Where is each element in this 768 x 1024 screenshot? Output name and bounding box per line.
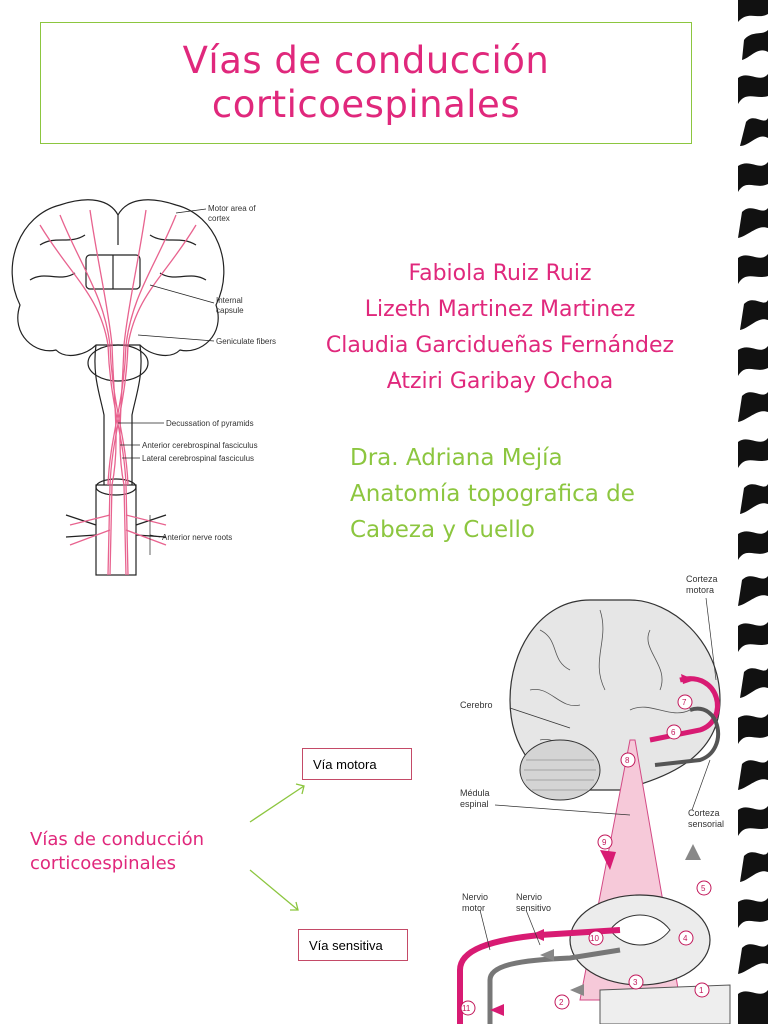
label-medula-espinal-2: espinal (460, 799, 489, 809)
sensory-pathway-label: Vía sensitiva (309, 938, 383, 953)
step-number-9: 9 (602, 838, 607, 847)
motor-pathway-label: Vía motora (313, 757, 377, 772)
author-3: Claudia Garcidueñas Fernández (300, 328, 700, 364)
label-corteza-sensorial-2: sensorial (688, 819, 724, 829)
label-nervio-sensitivo: Nervio (516, 892, 542, 902)
advisor-name: Dra. Adriana Mejía (350, 440, 710, 476)
label-anterior-nerve-roots: Anterior nerve roots (162, 533, 232, 542)
label-cerebro: Cerebro (460, 700, 493, 710)
motor-sensory-pathway-diagram: 7 6 8 9 5 4 10 3 1 2 11 Corteza motora C… (430, 570, 745, 1024)
label-lateral-fasciculus: Lateral cerebrospinal fasciculus (142, 454, 254, 463)
concept-root-line-1: Vías de conducción (30, 828, 270, 852)
sensory-pathway-box: Vía sensitiva (298, 929, 408, 961)
step-number-11: 11 (462, 1004, 471, 1013)
step-number-8: 8 (625, 756, 630, 765)
course-line-1: Anatomía topografica de (350, 476, 710, 512)
step-number-6: 6 (671, 728, 676, 737)
label-motor-area: Motor area of (208, 204, 256, 213)
corticospinal-tract-diagram: Motor area of cortex Internal capsule Ge… (0, 185, 300, 580)
label-medula-espinal: Médula (460, 788, 490, 798)
title-box: Vías de conducción corticoespinales (40, 22, 692, 144)
step-number-5: 5 (701, 884, 706, 893)
slide-title-line-1: Vías de conducción (183, 39, 550, 83)
label-anterior-fasciculus: Anterior cerebrospinal fasciculus (142, 441, 258, 450)
course-line-2: Cabeza y Cuello (350, 512, 710, 548)
slide-title-line-2: corticoespinales (212, 83, 520, 127)
step-number-2: 2 (559, 998, 564, 1007)
authors-list: Fabiola Ruiz Ruiz Lizeth Martinez Martin… (300, 256, 700, 400)
label-internal-capsule-2: capsule (216, 306, 244, 315)
label-corteza-motora: Corteza (686, 574, 718, 584)
step-number-10: 10 (590, 934, 599, 943)
concept-map-arrows (240, 770, 320, 920)
advisor-block: Dra. Adriana Mejía Anatomía topografica … (350, 440, 710, 548)
author-1: Fabiola Ruiz Ruiz (300, 256, 700, 292)
step-number-7: 7 (682, 698, 687, 707)
step-number-4: 4 (683, 934, 688, 943)
author-4: Atziri Garibay Ochoa (300, 364, 700, 400)
motor-pathway-box: Vía motora (302, 748, 412, 780)
label-nervio-sensitivo-2: sensitivo (516, 903, 551, 913)
label-decussation: Decussation of pyramids (166, 419, 254, 428)
label-nervio-motor-2: motor (462, 903, 485, 913)
label-motor-area-2: cortex (208, 214, 230, 223)
concept-root-line-2: corticoespinales (30, 852, 270, 876)
concept-map-root: Vías de conducción corticoespinales (30, 828, 270, 876)
step-number-3: 3 (633, 978, 638, 987)
label-nervio-motor: Nervio (462, 892, 488, 902)
label-geniculate-fibers: Geniculate fibers (216, 337, 276, 346)
author-2: Lizeth Martinez Martinez (300, 292, 700, 328)
label-corteza-sensorial: Corteza (688, 808, 720, 818)
label-corteza-motora-2: motora (686, 585, 714, 595)
step-number-1: 1 (699, 986, 704, 995)
label-internal-capsule: Internal (216, 296, 243, 305)
